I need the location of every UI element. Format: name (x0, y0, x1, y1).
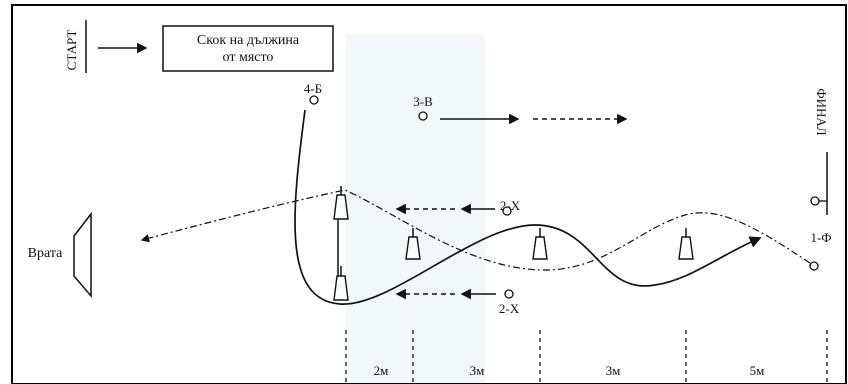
marker-3v (418, 111, 428, 121)
start-label: СТАРТ (64, 30, 79, 71)
diagram-frame (11, 4, 847, 384)
distance-label: 5м (750, 363, 765, 378)
cone-icon (333, 266, 349, 301)
distance-label: 3м (606, 363, 621, 378)
cone-icon (532, 228, 548, 260)
cone-icon (333, 186, 349, 220)
cone-icon (405, 228, 421, 260)
marker-4b (309, 95, 319, 105)
marker-3v-label: 3-В (413, 94, 433, 109)
marker-4b-label: 4-Б (304, 81, 322, 96)
finish-post-marker (810, 196, 820, 206)
task-box-line2: от място (223, 50, 274, 65)
task-box-line1: Скок на дължина (197, 33, 300, 48)
marker-1f (809, 261, 819, 271)
goal-icon (73, 211, 92, 299)
finish-label: ФИНАЛ (814, 88, 829, 135)
marker-1f-label: 1-Ф (810, 230, 831, 245)
solid-run-path (294, 109, 762, 305)
marker-2x-bottom-label: 2-Х (499, 301, 520, 316)
task-box (162, 25, 334, 72)
cone-icon (678, 228, 694, 260)
distance-label: 3м (470, 363, 485, 378)
distance-label: 2м (374, 363, 389, 378)
marker-2x-bottom (504, 289, 514, 299)
marker-2x-top (502, 206, 512, 216)
goal-label: Врата (28, 246, 63, 261)
